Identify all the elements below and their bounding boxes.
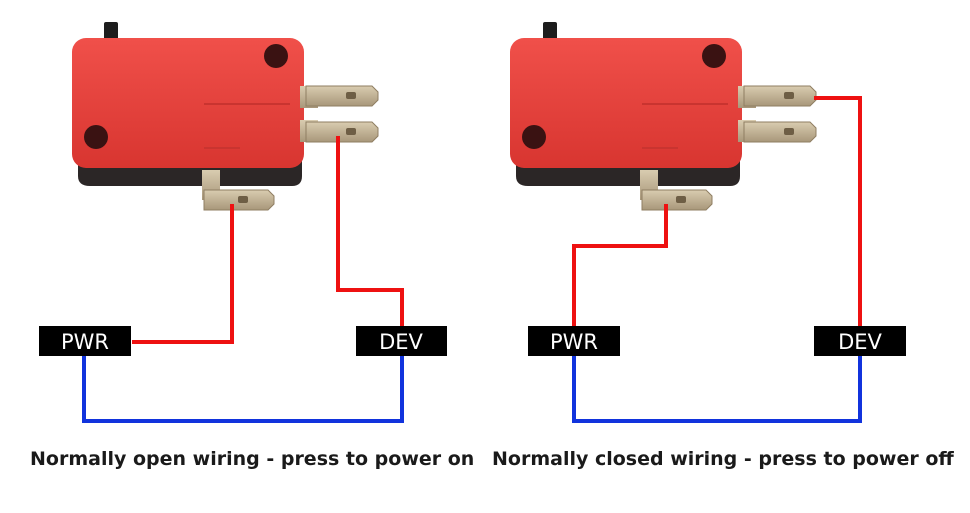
dev-label-left-text: DEV xyxy=(379,330,423,354)
terminal-top-right xyxy=(738,85,817,108)
dev-label-right-text: DEV xyxy=(838,330,882,354)
wire-red-dev-right xyxy=(814,96,862,326)
wire-red-pwr-left xyxy=(132,204,234,344)
terminal-bottom-right xyxy=(640,170,713,211)
pwr-label-left: PWR xyxy=(39,326,131,356)
wire-blue-left xyxy=(82,356,404,423)
wire-red-dev-left xyxy=(336,136,404,326)
dev-label-right: DEV xyxy=(814,326,906,356)
wire-red-pwr-right xyxy=(572,204,668,326)
switch-body-left xyxy=(72,38,304,168)
emboss-right xyxy=(642,103,728,149)
terminal-middle-right xyxy=(738,120,817,143)
mount-hole-top-right xyxy=(702,44,726,68)
pwr-label-left-text: PWR xyxy=(61,330,109,354)
mount-hole-top-left xyxy=(264,44,288,68)
terminal-middle-left xyxy=(300,120,379,143)
pwr-label-right: PWR xyxy=(528,326,620,356)
dev-label-left: DEV xyxy=(356,326,447,356)
caption-normally-open: Normally open wiring - press to power on xyxy=(30,448,475,470)
plunger-left xyxy=(104,22,118,42)
mount-hole-bottom-left xyxy=(84,125,108,149)
switch-body-right xyxy=(510,38,742,168)
switch-right xyxy=(510,22,817,211)
mount-hole-bottom-right xyxy=(522,125,546,149)
switch-left xyxy=(72,22,379,211)
terminal-top-left xyxy=(300,85,379,108)
caption-normally-closed: Normally closed wiring - press to power … xyxy=(492,448,954,470)
terminal-bottom-left xyxy=(202,170,275,211)
emboss-left xyxy=(204,103,290,149)
wire-blue-right xyxy=(572,356,862,423)
pwr-label-right-text: PWR xyxy=(550,330,598,354)
plunger-right xyxy=(543,22,557,42)
